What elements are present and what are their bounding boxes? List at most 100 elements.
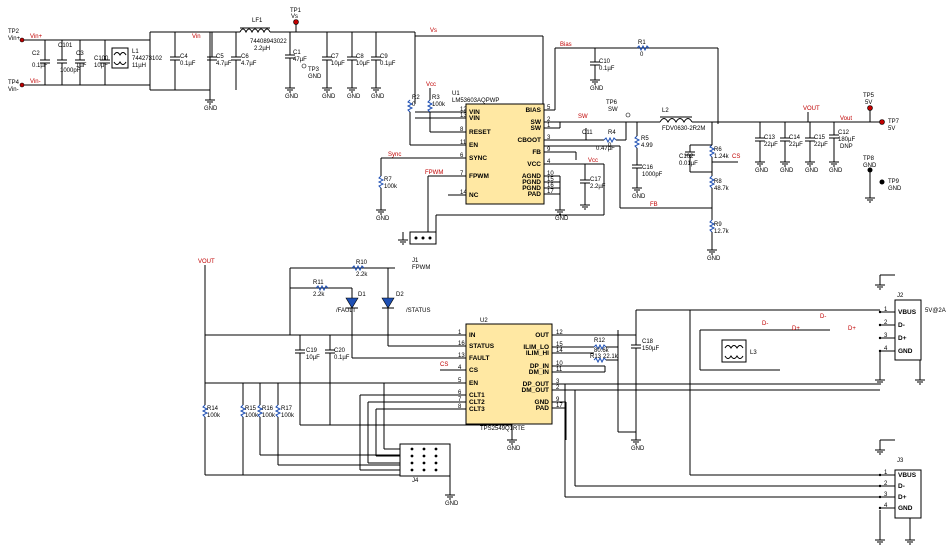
c3 [74,40,86,85]
tp9-marker [879,179,885,185]
u2-ic [465,323,553,425]
j3-pin-dm: D- [898,483,905,490]
u1-pin-num: 13 [460,113,467,119]
u1-pin-num: 4 [547,159,551,165]
u2-pin-num: 8 [458,404,462,410]
r15-ref: R15 [245,406,257,412]
tp8-marker [867,167,873,173]
j3-ref: J3 [897,458,904,464]
c11-val: 0.47µF [596,146,615,152]
j4-pin [422,454,426,458]
r17-val: 100k [281,413,295,419]
u2-pin-num: 9 [556,397,560,403]
u2-pin-num: 6 [458,390,462,396]
j4-pin [434,454,438,458]
c2 [39,40,51,85]
r7-val: 100k [384,184,398,190]
c17 [579,164,591,210]
u1-pin-cboot: CBOOT [518,137,542,144]
u1-pin-agnd: AGND [522,173,541,180]
u2-pin-dp_in: DP_IN [530,363,549,370]
u1-pin-num: 8 [460,127,464,133]
u1-pin-fb: FB [532,149,541,156]
vcc-net-2: Vcc [588,158,598,164]
j3-connector [894,469,922,519]
c7 [321,32,333,93]
c8 [346,32,358,93]
u1-pin-num: 10 [547,171,554,177]
u2-pin-in: IN [469,332,476,339]
d1-led [345,297,359,309]
c16-val: 1000pF [642,172,663,178]
tp7-5v: 5V [888,126,895,132]
tp7-marker [879,119,885,125]
c16-ref: C16 [642,165,654,171]
u2-pin-clt1: CLT1 [469,392,485,399]
c6 [230,32,242,90]
j4-pin [422,468,426,472]
c14-ref: C14 [789,135,801,141]
j2-pin-gnd: GND [898,348,913,355]
c102-ref: C102 [679,154,694,160]
cs-net: CS [732,154,740,160]
c100 [99,40,111,85]
j4-pin [410,454,414,458]
c12 [828,122,840,167]
c7-ref: C7 [331,54,339,60]
u1-pin-sw: SW [531,119,542,126]
u2-pin-num: 10 [556,361,563,367]
svg-text:GND: GND [507,446,521,452]
sw-net: SW [578,114,588,120]
c19-val: 10µF [306,355,320,361]
l1-part: 744273102 [132,56,163,62]
c12-val: 180µF [838,137,855,143]
d2-label: /STATUS [406,308,430,314]
svg-text:GND: GND [371,94,385,100]
tp7-label: TP7 [888,119,900,125]
c3-val: 1µF [76,63,87,69]
r12-val: 80.6k [594,348,610,354]
j2-pin-vbus: VBUS [898,309,917,316]
d1-ref: D1 [358,292,366,298]
u2-pin-num: 15 [556,342,563,348]
c100-val: 10µF [94,63,108,69]
svg-text:GND: GND [322,94,336,100]
u2-pin-pad: PAD [536,405,550,412]
j1-label: FPWM [412,265,430,271]
c10 [589,48,601,85]
u2-pin-ilim_hi: ILIM_HI [526,350,549,357]
c8-ref: C8 [356,54,364,60]
lf1-inductor [239,28,271,34]
j4-ref: J4 [412,478,419,484]
c6-val: 4.7µF [241,61,257,67]
c101 [56,40,68,85]
u2-pin-num: 2 [556,385,560,391]
u1-pin-nc: NC [469,192,479,199]
vout-net-top: VOUT [803,106,820,112]
u2-pin-num: 4 [458,365,462,371]
c13 [754,122,766,167]
tp4-marker [19,82,25,88]
r3-ref: R3 [432,95,440,101]
sync-net: Sync [388,152,401,158]
j3-pin-dp: D+ [898,494,907,501]
r10-val: 2.2k [356,272,368,278]
lf1-ref: LF1 [252,18,263,24]
l1-ref: L1 [132,49,139,55]
tp2-label: TP2 [8,29,20,35]
vcc-net: Vcc [426,82,436,88]
r16-val: 100k [262,413,276,419]
r2-val: 0 [412,102,416,108]
l3-ref: L3 [750,350,757,356]
j4-pin [434,468,438,472]
u2-pin-num: 1 [458,330,462,336]
r14-val: 100k [207,413,221,419]
svg-text:GND: GND [829,168,843,174]
u1-pin-en: EN [469,142,478,149]
c17-ref: C17 [590,177,602,183]
j2-pin-dp: D+ [898,335,907,342]
u1-pin-bias: BIAS [525,107,541,114]
svg-text:GND: GND [590,86,604,92]
u1-pin-fpwm: FPWM [469,173,489,180]
